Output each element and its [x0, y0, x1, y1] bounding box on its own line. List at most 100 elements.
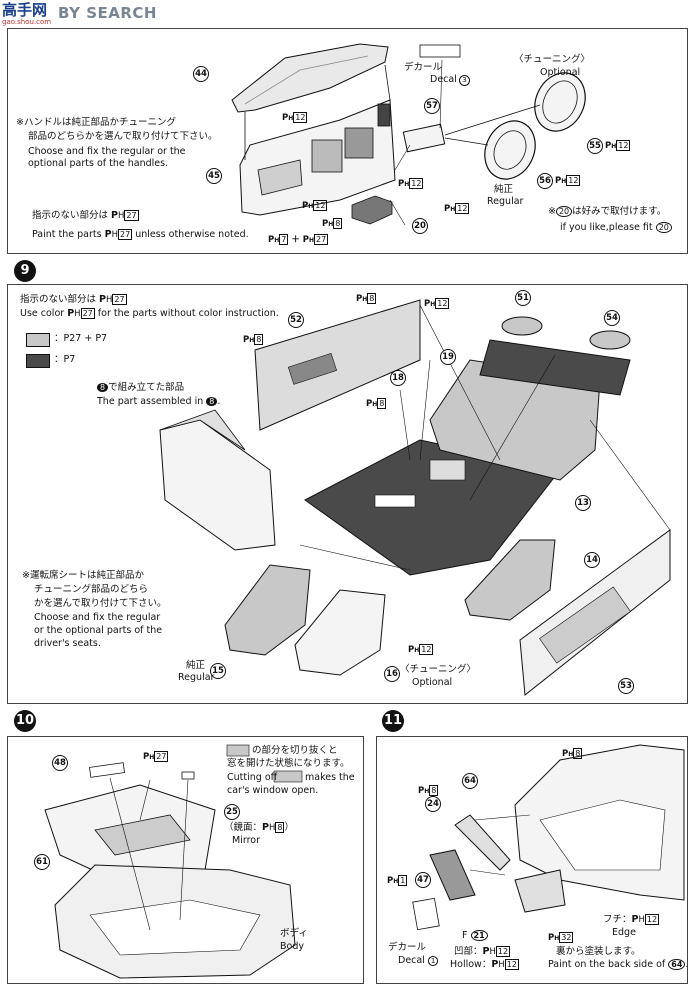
part-48: 48 — [52, 755, 68, 771]
part-53: 53 — [618, 678, 634, 694]
part-19: 19 — [440, 349, 456, 365]
legend-dark-swatch — [26, 354, 50, 368]
part-14: 14 — [584, 552, 600, 568]
edge-label-en: Edge — [612, 927, 636, 938]
part-57: 57 — [424, 98, 440, 114]
part-56: 56 — [537, 173, 553, 189]
decal-label-jp: デカール — [388, 942, 427, 953]
f21-label: F 21 — [462, 930, 488, 942]
body-label-jp: ボディ — [280, 928, 308, 939]
legend-light-text: ：P27 + P7 — [54, 333, 108, 344]
step-11-number: 11 — [382, 710, 404, 732]
seat-note-jp2: チューニング部品のどちら — [34, 584, 149, 595]
backside-note-jp: 裏から塗装します。 — [556, 946, 641, 957]
regular-label-jp: 純正 — [494, 184, 514, 195]
cut-note-en3: car's window open. — [227, 785, 319, 796]
seat-note-en1: Choose and fix the regular — [34, 612, 161, 623]
optional-label-jp: 〈チューニング〉 — [400, 664, 477, 675]
handle-note-en2: optional parts of the handles. — [28, 158, 169, 169]
optional-label-en: Optional — [540, 67, 581, 78]
part-52: 52 — [288, 312, 304, 328]
part-25: 25 — [224, 804, 240, 820]
seat-note-jp3: かを選んで取り付けて下さい。 — [34, 598, 167, 609]
optional-label-en: Optional — [412, 677, 453, 688]
part-24: 24 — [425, 796, 441, 812]
part-54: 54 — [604, 310, 620, 326]
part-20: 20 — [412, 218, 428, 234]
part-44: 44 — [193, 66, 209, 82]
decal-number: 3 — [459, 75, 470, 86]
cut-note-jp1: の部分を切り抜くと — [252, 745, 338, 756]
seat-note-en2: or the optional parts of the — [34, 625, 163, 636]
decal-label-en: Decal 1 — [398, 955, 439, 967]
optional-label-jp: 〈チューニング〉 — [514, 54, 591, 65]
regular-label-en: Regular — [178, 672, 215, 683]
assembled-note-en: The part assembled in 8. — [97, 396, 221, 407]
logo-subtext: gao.shou.com — [2, 18, 52, 26]
fit-note-en: if you like,please fit 20 — [560, 222, 672, 234]
part-61: 61 — [34, 854, 50, 870]
seat-note-en3: driver's seats. — [34, 638, 101, 649]
handle-note-en1: Choose and fix the regular or the — [28, 146, 186, 157]
cut-note-en2: makes the — [305, 772, 355, 783]
backside-note-en: Paint on the back side of 64. — [548, 959, 689, 970]
regular-label-en: Regular — [487, 196, 524, 207]
site-logo: 高手网 gao.shou.com — [2, 2, 64, 28]
part-45: 45 — [206, 168, 222, 184]
logo-text: 高手网 — [2, 1, 48, 19]
part-64: 64 — [462, 773, 478, 789]
decal-label-en: Decal — [430, 74, 457, 85]
legend-light-swatch — [26, 333, 50, 347]
cut-note-en1: Cutting off — [227, 772, 278, 783]
part-55: 55 — [587, 138, 603, 154]
legend-dark-text: ：P7 — [54, 354, 76, 365]
handle-note-jp2: 部品のどちらかを選んで取り付けて下さい。 — [28, 131, 218, 142]
paint-ref: 27 — [124, 210, 139, 221]
seat-note-jp1: ※運転席シートは純正部品か — [22, 570, 144, 581]
step-10-number: 10 — [14, 710, 36, 732]
body-label-en: Body — [280, 941, 304, 952]
handle-note-jp1: ※ハンドルは純正部品かチューニング — [16, 117, 176, 128]
cut-note-jp2: 窓を開けた状態になります。 — [227, 758, 350, 769]
step-9-number: 9 — [14, 260, 36, 282]
part-47: 47 — [415, 872, 431, 888]
search-watermark: BY SEARCH — [58, 4, 157, 22]
part-18: 18 — [390, 370, 406, 386]
part-15: 15 — [210, 663, 226, 679]
regular-label-jp: 純正 — [186, 660, 206, 671]
part-16: 16 — [384, 666, 400, 682]
part-51: 51 — [515, 290, 531, 306]
mirror-label-en: Mirror — [232, 835, 260, 846]
